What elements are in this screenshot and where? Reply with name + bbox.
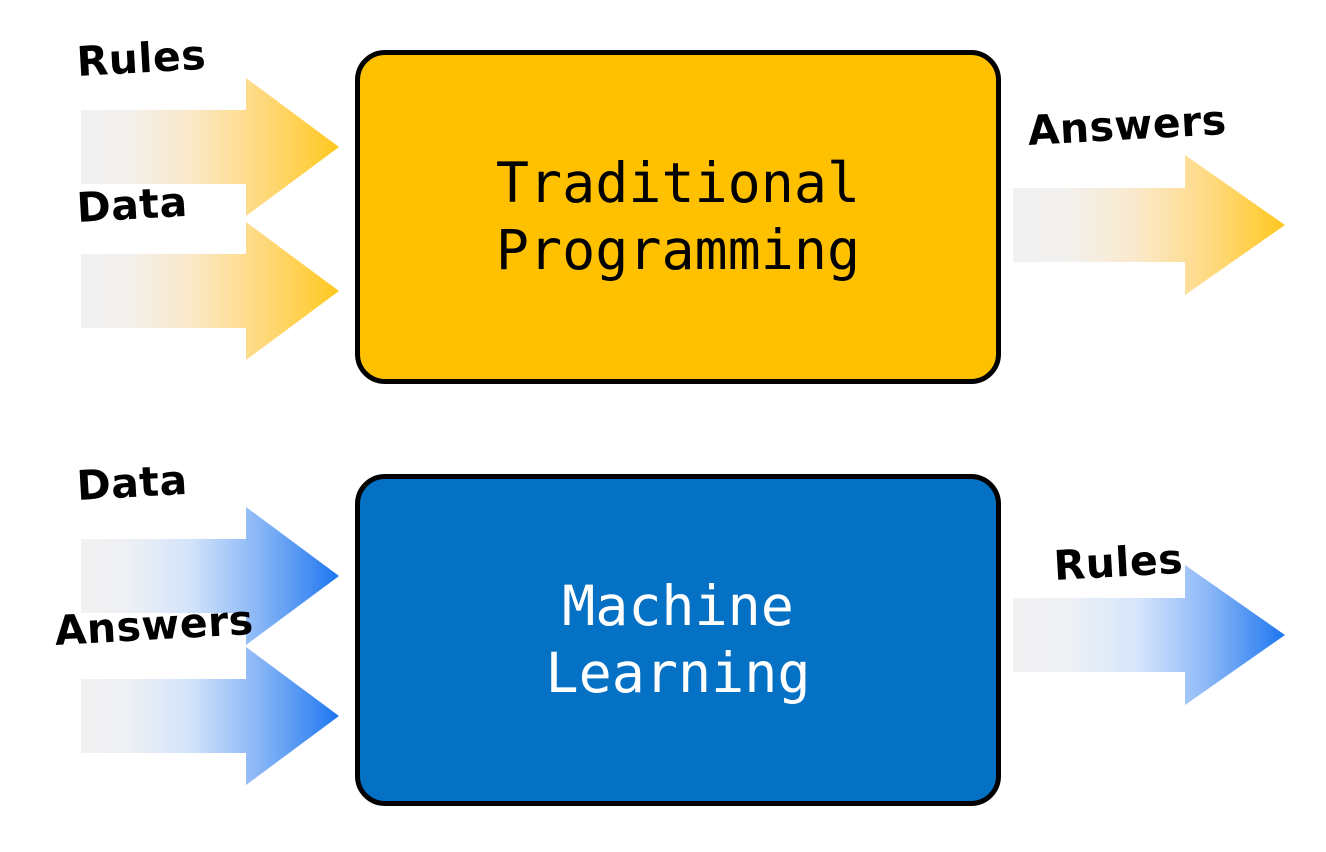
output-label-rules-ml: Rules	[1052, 534, 1185, 590]
output-label-answers-traditional: Answers	[1026, 95, 1228, 155]
process-box-label-line1: Traditional	[495, 150, 861, 215]
process-box-traditional-programming[interactable]: Traditional Programming	[355, 50, 1001, 384]
process-box-label-line1: Machine	[562, 573, 794, 638]
input-label-answers-ml: Answers	[53, 595, 255, 655]
process-box-label-line2: Programming	[495, 218, 861, 282]
process-box-machine-learning[interactable]: Machine Learning	[355, 474, 1001, 806]
input-label-data-traditional: Data	[75, 177, 189, 232]
input-arrow-answers-ml	[81, 647, 339, 785]
process-box-label-line2: Learning	[545, 641, 811, 705]
input-label-data-ml: Data	[75, 455, 189, 510]
output-arrow-answers-traditional	[1013, 155, 1285, 295]
input-arrow-data-traditional	[81, 222, 339, 360]
input-label-rules-traditional: Rules	[75, 30, 208, 86]
